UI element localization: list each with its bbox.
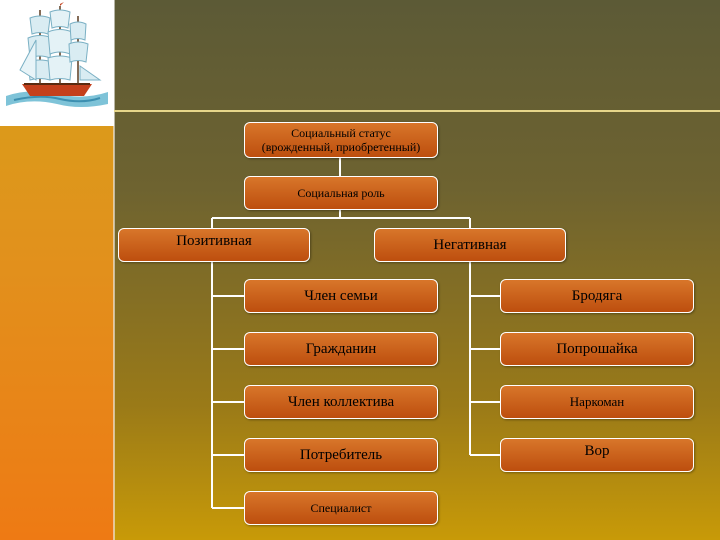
sailing-ship-icon xyxy=(6,2,108,107)
negative-label: Негативная xyxy=(433,236,507,253)
negative-item-box: Бродяга xyxy=(500,279,694,313)
social-role-box: Социальная роль xyxy=(244,176,438,210)
negative-item-label: Наркоман xyxy=(569,394,625,409)
positive-box: Позитивная xyxy=(118,228,310,262)
positive-item-label: Гражданин xyxy=(305,340,377,357)
positive-item-label: Член семьи xyxy=(304,287,378,304)
positive-item-box: Член семьи xyxy=(244,279,438,313)
positive-item-box: Член коллектива xyxy=(244,385,438,419)
negative-item-box: Наркоман xyxy=(500,385,694,419)
negative-item-label: Бродяга xyxy=(571,287,623,304)
social-status-title: Социальный статус xyxy=(291,126,391,140)
positive-label: Позитивная xyxy=(176,233,252,249)
horizontal-divider xyxy=(114,110,720,112)
positive-item-box: Потребитель xyxy=(244,438,438,472)
ship-logo xyxy=(0,0,114,126)
positive-item-box: Гражданин xyxy=(244,332,438,366)
negative-item-label: Вор xyxy=(584,443,610,459)
positive-item-label: Специалист xyxy=(310,501,372,515)
negative-box: Негативная xyxy=(374,228,566,262)
negative-item-box: Попрошайка xyxy=(500,332,694,366)
positive-item-label: Потребитель xyxy=(299,446,383,463)
negative-item-box: Вор xyxy=(500,438,694,472)
negative-item-label: Попрошайка xyxy=(556,340,638,357)
social-role-label: Социальная роль xyxy=(297,186,385,200)
positive-item-box: Специалист xyxy=(244,491,438,525)
left-divider xyxy=(113,0,115,540)
positive-item-label: Член коллектива xyxy=(287,393,395,410)
social-status-subtitle: (врожденный, приобретенный) xyxy=(261,140,421,154)
social-status-box: Социальный статус (врожденный, приобрете… xyxy=(244,122,438,158)
